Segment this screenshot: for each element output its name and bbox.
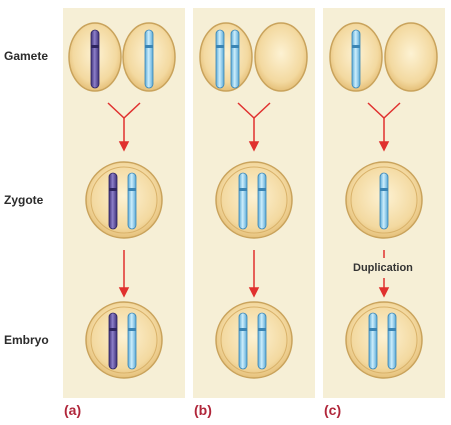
panel-label-a: (a)	[64, 402, 82, 418]
panel-c-gamete-right-empty	[384, 22, 438, 92]
row-label-gamete: Gamete	[4, 49, 49, 63]
panel-label-c: (c)	[324, 402, 342, 418]
panel-label-b: (b)	[194, 402, 212, 418]
panel-a-development-arrow	[118, 250, 130, 298]
panel-a-gamete-right	[122, 22, 176, 92]
panel-b-embryo	[215, 301, 293, 379]
panel-c-development-arrow	[378, 250, 390, 298]
panel-c-zygote	[345, 161, 423, 239]
panel-b-fertilization-arrow	[237, 102, 271, 152]
panel-c-fertilization-arrow	[367, 102, 401, 152]
panel-a-fertilization-arrow	[107, 102, 141, 152]
panel-c-gamete-left	[329, 22, 383, 92]
duplication-label: Duplication	[353, 262, 413, 274]
panel-b-development-arrow	[248, 250, 260, 298]
panel-b-zygote	[215, 161, 293, 239]
panel-c-embryo	[345, 301, 423, 379]
row-label-embryo: Embryo	[4, 333, 49, 347]
panel-a-embryo	[85, 301, 163, 379]
panel-a-gamete-left	[68, 22, 122, 92]
row-label-zygote: Zygote	[4, 193, 44, 207]
panel-a-zygote	[85, 161, 163, 239]
panel-b-gamete-left	[199, 22, 253, 92]
panel-b-gamete-right-empty	[254, 22, 308, 92]
